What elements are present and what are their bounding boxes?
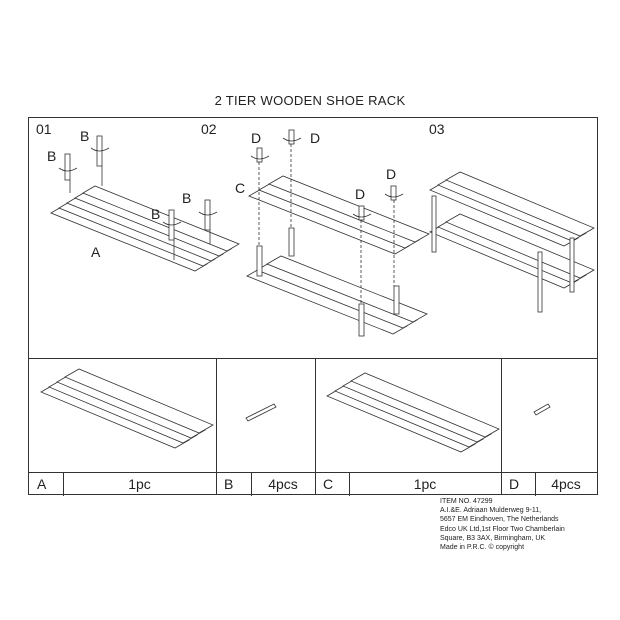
callout-d-1: D: [251, 130, 262, 146]
step-number-2: 02: [201, 121, 217, 137]
manufacturer-info: ITEM NO. 47299 A.I.&E. Adriaan Mulderweg…: [440, 497, 565, 552]
info-line: Square, B3 3AX, Birmingham, UK: [440, 534, 546, 542]
callout-b-4: B: [182, 190, 192, 206]
callout-c: C: [235, 180, 246, 196]
step2-assembly-illustration: [246, 129, 430, 337]
divider-legend-d: [535, 472, 536, 496]
callout-d-3: D: [355, 186, 366, 202]
divider-parts-2: [315, 358, 316, 495]
part-d-qty: 4pcs: [551, 476, 581, 492]
info-line: Made in P.R.C. © copyright: [440, 544, 525, 552]
part-a-letter: A: [37, 476, 47, 492]
callout-d-2: D: [310, 130, 321, 146]
part-c-qty: 1pc: [413, 476, 437, 492]
step1-shelf-illustration: [50, 135, 240, 272]
callout-b-3: B: [151, 206, 161, 222]
divider-legend-b: [251, 472, 252, 496]
part-b-qty: 4pcs: [268, 476, 298, 492]
divider-parts-3: [501, 358, 502, 495]
part-a-qty: 1pc: [128, 476, 151, 492]
step-number-3: 03: [429, 121, 445, 137]
part-d-letter: D: [509, 476, 520, 492]
step3-finished-rack-illustration: [429, 171, 595, 313]
callout-b-1: B: [47, 148, 57, 164]
callout-a: A: [91, 244, 101, 260]
instruction-sheet: 01 02 03 B B: [28, 117, 598, 496]
info-line: A.I.&E. Adriaan Mulderweg 9-11,: [440, 507, 542, 515]
divider-steps-parts: [29, 358, 597, 359]
callout-b-2: B: [80, 128, 90, 144]
part-d-illustration: [533, 403, 551, 416]
part-b-letter: B: [224, 476, 234, 492]
part-c-illustration: [326, 372, 500, 453]
divider-parts-legend: [29, 472, 597, 473]
divider-legend-a: [63, 472, 64, 496]
info-line: Edco UK Ltd,1st Floor Two Chamberlain: [440, 525, 565, 533]
part-a-illustration: [40, 368, 214, 449]
part-b-illustration: [245, 403, 277, 422]
callout-d-4: D: [386, 166, 397, 182]
part-c-letter: C: [323, 476, 334, 492]
divider-parts-1: [216, 358, 217, 495]
page-title: 2 TIER WOODEN SHOE RACK: [214, 93, 406, 108]
info-line: 5657 EM Eindhoven, The Netherlands: [440, 516, 559, 524]
divider-legend-c: [349, 472, 350, 496]
info-line: ITEM NO. 47299: [440, 498, 493, 505]
step-number-1: 01: [36, 121, 52, 137]
